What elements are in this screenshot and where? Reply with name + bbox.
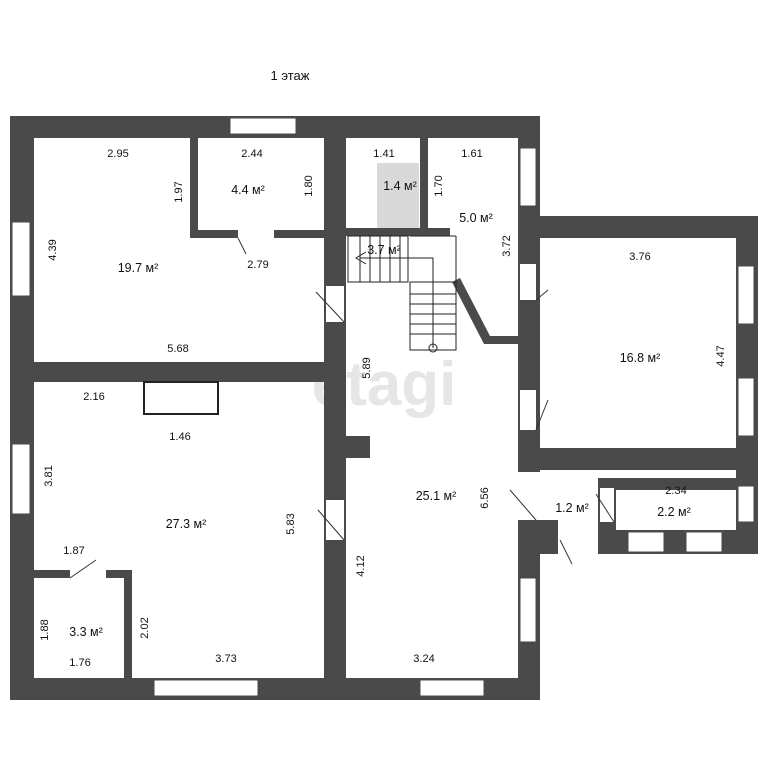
dim-r8-upper: 5.89 (361, 357, 373, 378)
wall-mid-left (10, 362, 346, 382)
wall-r7-right (124, 570, 132, 700)
room-area-r5: 16.8 м² (620, 351, 661, 365)
wall-annex-bottom (518, 448, 758, 470)
shaft-fill (377, 163, 419, 229)
wall-center (324, 116, 346, 700)
door-opening-r1 (326, 286, 344, 322)
dim-r7-bottom: 1.76 (69, 657, 90, 669)
door-opening-r2 (238, 230, 274, 238)
door-opening-r4 (520, 264, 536, 300)
wall-bottom (10, 678, 540, 700)
floor-title: 1 этаж (271, 68, 310, 83)
wall-vestibule-bottom (518, 520, 558, 554)
pillar (344, 436, 370, 458)
door-leaf-r2 (237, 237, 247, 255)
door-opening-exterior (560, 532, 598, 552)
wall-r3-right (420, 116, 428, 232)
door-opening-r10 (600, 488, 614, 522)
door-leaf-exterior (559, 539, 573, 565)
room-area-r2: 4.4 м² (231, 183, 265, 197)
dim-r6-closet: 1.46 (169, 431, 190, 443)
dim-r8-lower: 4.12 (355, 555, 367, 576)
wall-annex-top (518, 216, 758, 238)
dim-r7-left: 1.88 (39, 619, 51, 640)
dim-r7-top: 1.87 (63, 545, 84, 557)
room-area-r1: 19.7 м² (118, 261, 159, 275)
door-leaf-r1 (315, 291, 345, 323)
stair-upper-flight (347, 235, 409, 283)
dim-r6-right: 5.83 (285, 513, 297, 534)
dim-r6-left: 3.81 (43, 465, 55, 486)
window-annex-upper (737, 265, 755, 325)
wall-porch-top (598, 478, 758, 490)
windows (11, 117, 755, 697)
dim-r1-top: 2.95 (107, 148, 128, 160)
staircase (347, 235, 457, 353)
window-porch-right (737, 485, 755, 523)
wall-left (10, 116, 34, 700)
door-opening-r7 (70, 570, 106, 578)
wall-r3-bottom (346, 228, 450, 236)
dim-r3-top: 1.41 (373, 148, 394, 160)
dim-r5-top: 3.76 (629, 251, 650, 263)
door-leaf-r9 (509, 489, 537, 521)
stair-arrow (360, 257, 434, 348)
dim-r1-inner: 1.97 (173, 181, 185, 202)
window-bottom-right (419, 679, 485, 697)
closet-outline (143, 381, 219, 415)
dim-r7-right: 2.02 (139, 617, 151, 638)
window-right-lower (519, 577, 537, 643)
room-area-stair: 3.7 м² (367, 243, 401, 257)
window-annex-lower (737, 377, 755, 437)
room-area-r4: 5.0 м² (459, 211, 493, 225)
door-opening-r9 (520, 482, 536, 520)
dim-r1-door: 2.79 (247, 259, 268, 271)
window-left-upper (11, 221, 31, 297)
dim-r8-right: 6.56 (479, 487, 491, 508)
window-left-lower (11, 443, 31, 515)
window-porch-bottom-1 (627, 531, 665, 553)
dim-r10-top: 2.34 (665, 485, 686, 497)
room-area-r6: 27.3 м² (166, 517, 207, 531)
window-bottom-left (153, 679, 259, 697)
door-leaf-r6 (317, 509, 345, 541)
doors (69, 230, 615, 579)
dim-r1-bottom: 5.68 (167, 343, 188, 355)
window-porch-bottom-2 (685, 531, 723, 553)
room-area-r10: 2.2 м² (657, 505, 691, 519)
dim-r5-right: 4.47 (715, 345, 727, 366)
dim-r8-bottom: 3.24 (413, 653, 434, 665)
door-leaf-r5 (535, 399, 549, 431)
dim-r2-right: 1.80 (303, 175, 315, 196)
door-leaf-r10 (595, 493, 615, 523)
window-right-5-0 (519, 147, 537, 207)
wall-r2-left (190, 116, 198, 236)
dim-r4-top: 1.61 (461, 148, 482, 160)
window-top-4-4 (229, 117, 297, 135)
dim-r2-top: 2.44 (241, 148, 262, 160)
door-leaf-r7 (69, 559, 97, 579)
dim-r1-left: 4.39 (47, 239, 59, 260)
door-opening-r5 (520, 390, 536, 430)
stair-arrow-head (355, 251, 367, 265)
dim-r4-right: 3.72 (501, 235, 513, 256)
dim-r6-bottom: 3.73 (215, 653, 236, 665)
room-area-r3: 1.4 м² (383, 179, 417, 193)
door-opening-r6 (326, 500, 344, 540)
dim-r6-top: 2.16 (83, 391, 104, 403)
room-area-r9: 1.2 м² (555, 501, 589, 515)
room-area-r7: 3.3 м² (69, 625, 103, 639)
wall-porch-bottom (598, 530, 758, 554)
dim-r4-inner: 1.70 (433, 175, 445, 196)
door-leaf-r4 (535, 289, 549, 301)
wall-diagonal (452, 278, 520, 344)
room-area-r8: 25.1 м² (416, 489, 457, 503)
